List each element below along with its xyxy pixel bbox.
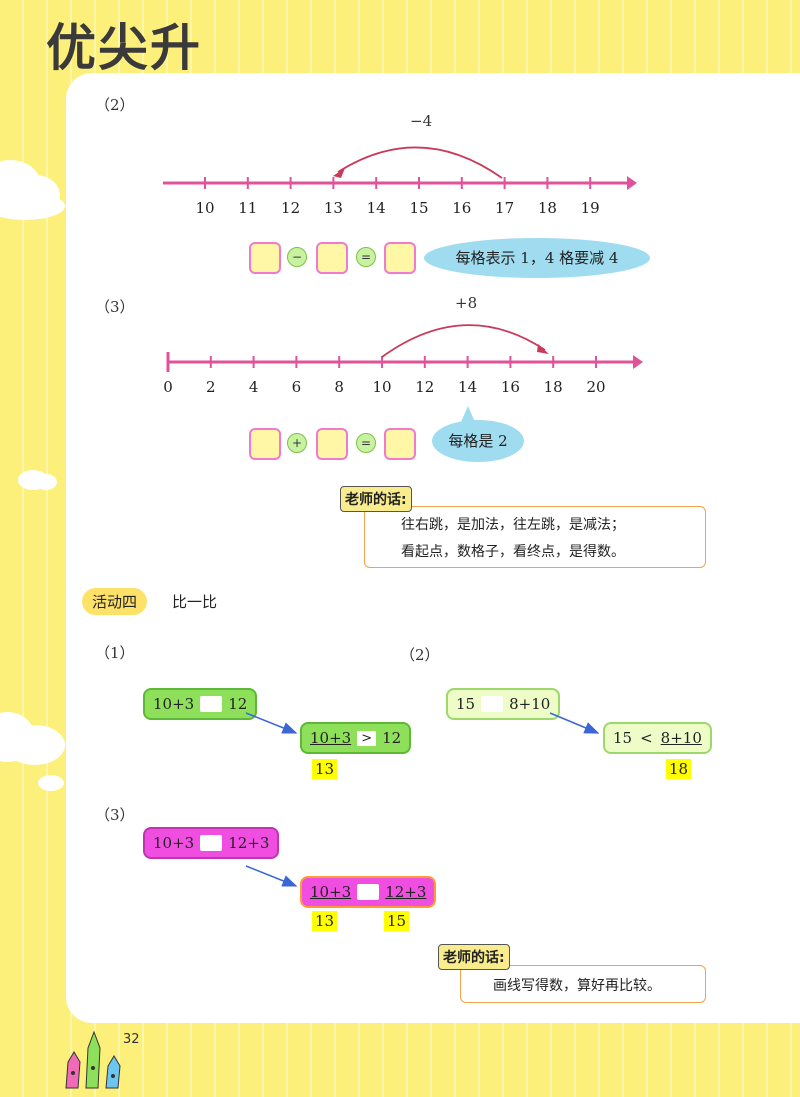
cloud-decoration [38, 775, 64, 791]
cmp3-ans-blank[interactable] [357, 884, 380, 900]
q2-jump-label: −4 [410, 112, 433, 130]
page-number: 32 [123, 1032, 140, 1047]
q2-hint-bubble: 每格表示 1，4 格要减 4 [424, 238, 650, 278]
q3-answer-box-2[interactable] [316, 428, 348, 460]
cmp2-right: 8+10 [509, 695, 551, 713]
cmp1-label: （1） [95, 644, 135, 662]
cmp1-value: 13 [312, 759, 338, 779]
cmp3-left: 10+3 [153, 834, 195, 852]
q2-tick-label: 17 [495, 199, 514, 217]
q3-tick-label: 20 [586, 378, 605, 396]
q2-answer-box-1[interactable] [249, 242, 281, 274]
cmp3-answer: 10+3 12+3 [300, 876, 437, 908]
q3-tick-label: 2 [206, 378, 216, 396]
cmp2-ans-op: < [640, 729, 653, 747]
q2-op-minus: − [287, 247, 307, 267]
cmp3-value-right: 15 [384, 911, 410, 931]
cmp2-ans-left: 15 [613, 729, 633, 747]
brand-title: 优尖升 [46, 19, 202, 77]
q3-number-line: 0 2 4 6 8 10 12 14 16 18 20 [163, 324, 643, 396]
q3-op-equals: = [356, 433, 376, 453]
teacher-note-1-line-1: 往右跳，是加法，往左跳，是减法； [401, 517, 625, 533]
teacher-note-2-tag: 老师的话: [438, 944, 510, 970]
cmp3-right: 12+3 [228, 834, 270, 852]
q2-tick-label: 14 [367, 199, 386, 217]
cmp1-right: 12 [228, 695, 248, 713]
q3-tick-label: 8 [334, 378, 344, 396]
cmp2-ans-right: 8+10 [660, 729, 702, 747]
q2-answer-box-2[interactable] [316, 242, 348, 274]
cmp1-ans-left: 10+3 [310, 729, 352, 747]
cmp1-ans-op: > [357, 730, 377, 746]
cmp3-blank[interactable] [200, 835, 223, 851]
q3-hint-text: 每格是 2 [448, 432, 508, 450]
cmp1-left: 10+3 [153, 695, 195, 713]
q2-tick-label: 16 [452, 199, 471, 217]
q2-label: （2） [95, 96, 135, 114]
q3-answer-box-1[interactable] [249, 428, 281, 460]
q3-tick-label: 0 [163, 378, 173, 396]
q3-answer-box-3[interactable] [384, 428, 416, 460]
cmp2-question: 15 8+10 [446, 688, 561, 720]
q3-tick-label: 16 [501, 378, 520, 396]
q2-op-equals: = [356, 247, 376, 267]
cmp1-blank[interactable] [200, 696, 223, 712]
cloud-decoration [5, 725, 65, 765]
cmp3-value-left: 13 [312, 911, 338, 931]
cloud-decoration [35, 474, 57, 490]
cmp2-arrow [549, 712, 600, 734]
teacher-note-1-box: 往右跳，是加法，往左跳，是减法； 看起点，数格子，看终点，是得数。 [364, 506, 706, 568]
cmp3-label: （3） [95, 806, 135, 824]
activity-pill: 活动四 [82, 588, 148, 615]
q3-hint-bubble: 每格是 2 [432, 420, 524, 462]
q2-tick-label: 19 [581, 199, 600, 217]
activity-title: 比一比 [172, 593, 218, 611]
cmp3-ans-right: 12+3 [385, 883, 427, 901]
pencils-decoration [65, 1030, 121, 1089]
q2-tick-label: 13 [324, 199, 343, 217]
q3-tick-label: 14 [458, 378, 477, 396]
q2-tick-label: 18 [538, 199, 557, 217]
cmp3-ans-left: 10+3 [310, 883, 352, 901]
cmp2-value: 18 [666, 759, 692, 779]
teacher-note-2-line-1: 画线写得数，算好再比较。 [493, 978, 661, 994]
q3-tick-label: 4 [249, 378, 259, 396]
q2-tick-label: 15 [409, 199, 428, 217]
cmp2-blank[interactable] [481, 696, 504, 712]
q2-number-line: 10 11 12 13 14 15 16 17 18 19 [163, 146, 637, 217]
q2-tick-label: 11 [238, 199, 257, 217]
cmp2-answer: 15 < 8+10 [603, 722, 712, 754]
cmp3-question: 10+3 12+3 [143, 827, 280, 859]
q2-answer-box-3[interactable] [384, 242, 416, 274]
cmp1-ans-right: 12 [382, 729, 402, 747]
q3-bubble-tail [461, 406, 475, 422]
teacher-note-2-box: 画线写得数，算好再比较。 [460, 965, 706, 1003]
cmp3-arrow [245, 865, 298, 887]
q3-tick-label: 6 [292, 378, 302, 396]
cloud-decoration [0, 192, 65, 220]
cmp1-arrow [245, 712, 298, 734]
cmp1-question: 10+3 12 [143, 688, 258, 720]
cmp2-label: （2） [400, 646, 440, 664]
q2-tick-label: 12 [281, 199, 300, 217]
cmp2-left: 15 [456, 695, 476, 713]
q3-label: （3） [95, 298, 135, 316]
q3-tick-label: 12 [415, 378, 434, 396]
teacher-note-1-tag: 老师的话: [340, 486, 412, 512]
q2-tick-label: 10 [195, 199, 214, 217]
q3-jump-label: +8 [455, 294, 478, 312]
teacher-note-1-line-2: 看起点，数格子，看终点，是得数。 [401, 544, 625, 560]
cmp1-answer: 10+3 > 12 [300, 722, 412, 754]
q3-tick-label: 10 [372, 378, 391, 396]
q2-hint-text: 每格表示 1，4 格要减 4 [455, 249, 619, 267]
q3-op-plus: + [287, 433, 307, 453]
q3-tick-label: 18 [544, 378, 563, 396]
